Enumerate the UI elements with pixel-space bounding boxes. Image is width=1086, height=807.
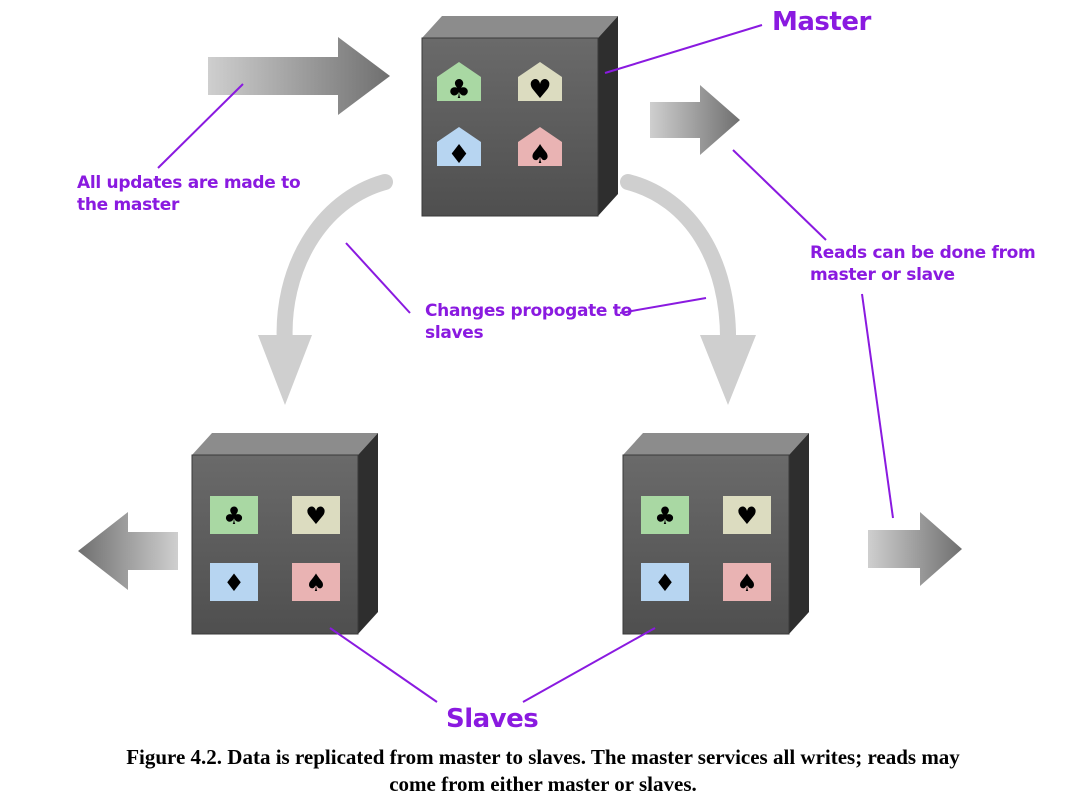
- figure-caption-line-1: Figure 4.2. Data is replicated from mast…: [126, 745, 960, 769]
- slave-left-tile-heart: [292, 496, 340, 534]
- spade-icon: ♠: [305, 569, 327, 597]
- master-tile-diamond: ♦: [437, 127, 481, 170]
- slave-server-right: ♣ ♥ ♦ ♠: [622, 433, 809, 635]
- write-input-arrow: [208, 37, 390, 115]
- master-tile-heart: ♥: [518, 62, 562, 105]
- master-tile-spade: ♠: [518, 127, 562, 170]
- club-icon: ♣: [654, 502, 676, 530]
- leader-reads-top: [732, 149, 827, 241]
- leader-slaves-right: [522, 627, 656, 703]
- diamond-icon: ♦: [223, 569, 245, 597]
- figure-caption: Figure 4.2. Data is replicated from mast…: [0, 744, 1086, 798]
- reads-annotation-line-2: master or slave: [810, 265, 955, 285]
- slaves-label: Slaves: [446, 704, 539, 734]
- slave-server-left: ♣ ♥ ♦ ♠: [191, 433, 378, 635]
- updates-annotation-line-2: the master: [77, 195, 180, 215]
- figure-caption-line-2: come from either master or slaves.: [389, 772, 697, 796]
- leader-master: [604, 24, 763, 74]
- updates-annotation: All updates are made to the master: [77, 172, 301, 216]
- heart-icon: ♥: [305, 502, 327, 530]
- propagation-arrow-left: [258, 174, 393, 405]
- leader-reads-down: [861, 293, 894, 519]
- reads-annotation-line-1: Reads can be done from: [810, 243, 1036, 263]
- reads-annotation: Reads can be done from master or slave: [810, 242, 1036, 286]
- slave-left-read-output-arrow: [78, 512, 178, 590]
- slave-right-read-output-arrow: [868, 512, 962, 586]
- heart-icon: ♥: [528, 75, 551, 105]
- leader-propagate-left: [345, 242, 411, 314]
- slave-left-tile-diamond: [210, 563, 258, 601]
- propagation-arrow-right: [620, 174, 756, 405]
- master-server: ♣ ♥ ♦ ♠: [421, 16, 618, 217]
- master-tile-club: ♣: [437, 62, 481, 105]
- propagate-annotation-line-1: Changes propogate to: [425, 301, 632, 321]
- slave-right-tile-diamond: [641, 563, 689, 601]
- club-icon: ♣: [223, 502, 245, 530]
- spade-icon: ♠: [528, 140, 551, 170]
- updates-annotation-line-1: All updates are made to: [77, 173, 301, 193]
- slave-right-tile-club: [641, 496, 689, 534]
- slave-right-tile-heart: [723, 496, 771, 534]
- leader-updates: [157, 83, 244, 169]
- propagate-annotation-line-2: slaves: [425, 323, 484, 343]
- propagate-annotation: Changes propogate to slaves: [425, 300, 632, 344]
- slave-right-tile-spade: [723, 563, 771, 601]
- slave-left-tile-club: [210, 496, 258, 534]
- slave-left-tile-spade: [292, 563, 340, 601]
- leader-lines: [157, 24, 894, 703]
- heart-icon: ♥: [736, 502, 758, 530]
- master-read-output-arrow: [650, 85, 740, 155]
- diamond-icon: ♦: [654, 569, 676, 597]
- club-icon: ♣: [447, 75, 470, 105]
- leader-slaves-left: [329, 627, 438, 703]
- diamond-icon: ♦: [447, 140, 470, 170]
- master-label: Master: [772, 7, 871, 37]
- leader-propagate-right: [619, 297, 707, 314]
- spade-icon: ♠: [736, 569, 758, 597]
